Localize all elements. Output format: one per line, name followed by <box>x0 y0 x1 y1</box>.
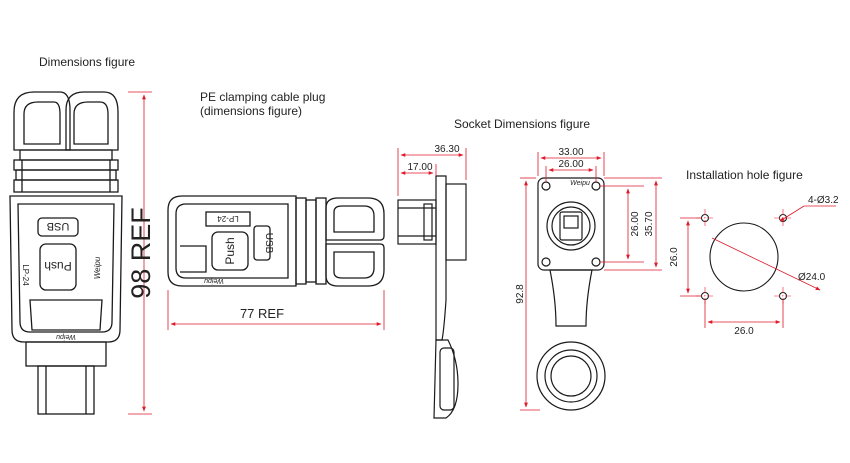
installation-hole-view <box>680 205 836 328</box>
socket-outer-width-dimension: 33.00 <box>558 147 583 158</box>
install-vertical-dimension: 26.0 <box>669 247 680 267</box>
plug-side-brand-label-2: Weipu <box>56 333 76 340</box>
install-diameter-dimension: Ø24.0 <box>798 272 826 283</box>
plug-figure-subtitle: (dimensions figure) <box>200 104 303 118</box>
socket-outer-height-dimension: 35.70 <box>644 211 655 236</box>
socket-inner-width-dimension: 26.00 <box>558 159 583 170</box>
socket-side-dimension-lines <box>397 148 467 196</box>
plug-height-dimension: 98 REF <box>126 207 156 299</box>
plug-side-push-label: Push <box>44 259 71 273</box>
plug-side-model-label: LP-24 <box>21 264 30 286</box>
install-horizontal-dimension: 26.0 <box>734 326 754 337</box>
dimensions-figure-title: Dimensions figure <box>39 55 136 69</box>
plug-length-dimension: 77 REF <box>240 306 284 321</box>
plug-top-view <box>167 195 385 287</box>
socket-side-view <box>397 175 467 419</box>
socket-figure-title: Socket Dimensions figure <box>454 117 591 131</box>
installation-figure-title: Installation hole figure <box>686 168 803 182</box>
socket-total-height-dimension: 92.8 <box>515 284 526 304</box>
plug-length-dimension-line <box>167 290 385 330</box>
socket-total-depth-dimension: 36.30 <box>434 144 459 155</box>
plug-side-brand-label: Weipu <box>93 256 102 279</box>
plug-top-usb-label: USB <box>263 233 274 254</box>
plug-top-brand-label: Weipu <box>204 277 224 284</box>
plug-top-push-label: Push <box>223 237 237 264</box>
plug-figure-title: PE clamping cable plug <box>200 90 326 104</box>
plug-side-view <box>9 91 123 415</box>
socket-inner-height-dimension: 26.00 <box>630 211 641 236</box>
socket-front-brand-label: Weipu <box>570 180 590 187</box>
install-holes-dimension: 4-Ø3.2 <box>808 195 839 206</box>
socket-flange-depth-dimension: 17.00 <box>407 162 432 173</box>
socket-front-dimension-lines <box>520 152 662 411</box>
plug-height-dimension-line <box>128 91 152 415</box>
plug-side-usb-label: USB <box>47 220 70 232</box>
plug-top-model-label: LP-24 <box>217 214 239 223</box>
socket-front-view <box>536 177 606 411</box>
